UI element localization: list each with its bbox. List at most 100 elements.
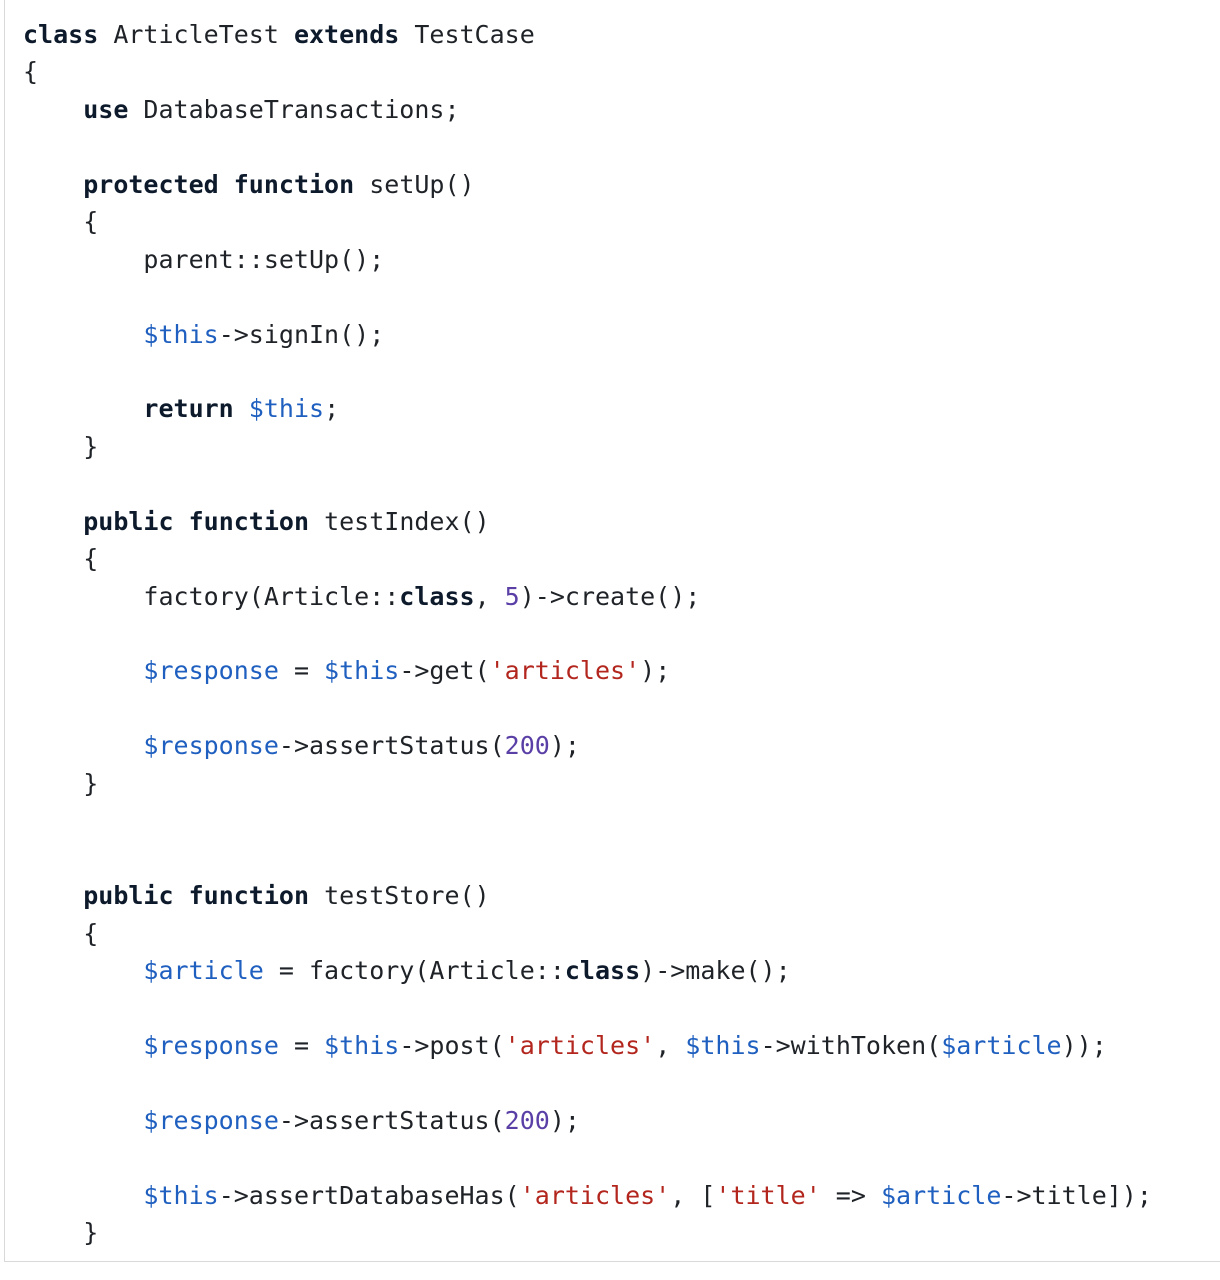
code-line: }	[23, 765, 1152, 802]
code-token: function	[233, 169, 355, 199]
code-token: ,	[474, 581, 505, 611]
code-token: );	[640, 656, 671, 686]
code-line: public function testIndex()	[23, 503, 1152, 540]
code-token: 200	[504, 1105, 550, 1135]
code-line: $this->signIn();	[23, 316, 1152, 353]
code-token: TestCase	[399, 20, 535, 49]
code-token: $article	[941, 1030, 1062, 1060]
code-token: )->create();	[519, 581, 701, 611]
code-token: class	[399, 581, 475, 611]
code-line	[23, 690, 1152, 727]
code-token	[23, 1106, 143, 1135]
code-line: }	[23, 428, 1152, 465]
code-line: $this->assertDatabaseHas('articles', ['t…	[23, 1177, 1152, 1214]
code-line: protected function setUp()	[23, 166, 1152, 203]
code-token	[23, 320, 143, 349]
code-token: testIndex()	[309, 506, 490, 536]
code-line: public function testStore()	[23, 877, 1152, 914]
code-token: {	[23, 544, 99, 574]
code-token: factory(Article::	[23, 581, 400, 611]
code-token: 'articles'	[504, 1030, 656, 1060]
code-token: $this	[143, 1180, 219, 1210]
code-token: = factory(Article::	[263, 955, 565, 985]
code-token: ,	[655, 1030, 686, 1060]
code-token: ->get(	[399, 656, 490, 686]
code-line: factory(Article::class, 5)->create();	[23, 578, 1152, 615]
code-line	[23, 128, 1152, 165]
code-line	[23, 1139, 1152, 1176]
code-token: parent::setUp();	[23, 244, 385, 274]
code-token: use	[83, 94, 129, 124]
code-token: 5	[504, 581, 520, 611]
code-token: ->withToken(	[760, 1030, 942, 1060]
code-token: {	[23, 207, 99, 237]
code-token: }	[23, 768, 99, 798]
code-line: return $this;	[23, 390, 1152, 427]
code-token: $article	[880, 1180, 1002, 1210]
code-line	[23, 278, 1152, 315]
code-line: $response = $this->get('articles');	[23, 652, 1152, 689]
code-token: {	[23, 918, 99, 948]
code-token: public	[83, 881, 174, 911]
code-token: $this	[324, 656, 400, 686]
code-token: setUp()	[354, 169, 475, 199]
code-line: {	[23, 915, 1152, 952]
code-token: 200	[504, 731, 550, 761]
code-token: ->assertStatus(	[278, 731, 505, 761]
code-token	[23, 1181, 143, 1210]
code-content: class ArticleTest extends TestCase{ use …	[23, 16, 1152, 1251]
code-token: ));	[1061, 1030, 1107, 1060]
code-line	[23, 353, 1152, 390]
code-token: $response	[143, 731, 279, 761]
code-token	[23, 881, 83, 910]
code-token	[23, 170, 83, 199]
code-line	[23, 840, 1152, 877]
code-token: class	[564, 955, 641, 985]
code-token: 'articles'	[519, 1180, 671, 1210]
code-token: public	[83, 506, 174, 536]
code-line: $response->assertStatus(200);	[23, 1102, 1152, 1139]
code-block: class ArticleTest extends TestCase{ use …	[4, 0, 1220, 1262]
code-token: ;	[324, 394, 340, 424]
code-token: }	[23, 431, 99, 461]
code-line	[23, 989, 1152, 1026]
code-token: ->title]);	[1001, 1180, 1152, 1210]
code-token: testStore()	[309, 881, 490, 911]
code-line: class ArticleTest extends TestCase	[23, 16, 1152, 53]
code-token: $this	[685, 1030, 761, 1060]
code-token: $response	[143, 1105, 279, 1135]
code-token: ->signIn();	[218, 319, 385, 349]
code-line: {	[23, 53, 1152, 90]
code-token	[23, 95, 83, 124]
code-token: =	[278, 1030, 325, 1060]
code-token: function	[188, 506, 310, 536]
code-token: =	[278, 656, 325, 686]
code-token: 'articles'	[489, 656, 641, 686]
code-token: ArticleTest	[98, 20, 294, 49]
code-token: function	[188, 881, 310, 911]
code-line: use DatabaseTransactions;	[23, 91, 1152, 128]
code-token: }	[23, 1218, 99, 1247]
code-token	[23, 956, 143, 985]
code-token	[174, 881, 189, 910]
code-token: 'title'	[715, 1180, 821, 1210]
code-token: ->assertDatabaseHas(	[218, 1180, 520, 1210]
code-token: $this	[248, 394, 325, 424]
code-token: return	[143, 394, 234, 424]
code-token: $this	[143, 319, 219, 349]
code-line	[23, 465, 1152, 502]
code-token: protected	[83, 169, 219, 199]
code-token: )->make();	[640, 955, 791, 985]
code-token: );	[549, 731, 580, 761]
code-token: $response	[143, 656, 279, 686]
code-token: $article	[143, 955, 264, 985]
code-token: extends	[293, 20, 400, 49]
code-token: , [	[670, 1180, 716, 1210]
code-line: parent::setUp();	[23, 241, 1152, 278]
code-line: {	[23, 203, 1152, 240]
code-token	[23, 656, 143, 685]
code-token	[23, 1031, 143, 1060]
code-token: ->post(	[399, 1030, 505, 1060]
code-token	[23, 507, 83, 536]
code-token	[219, 170, 234, 199]
